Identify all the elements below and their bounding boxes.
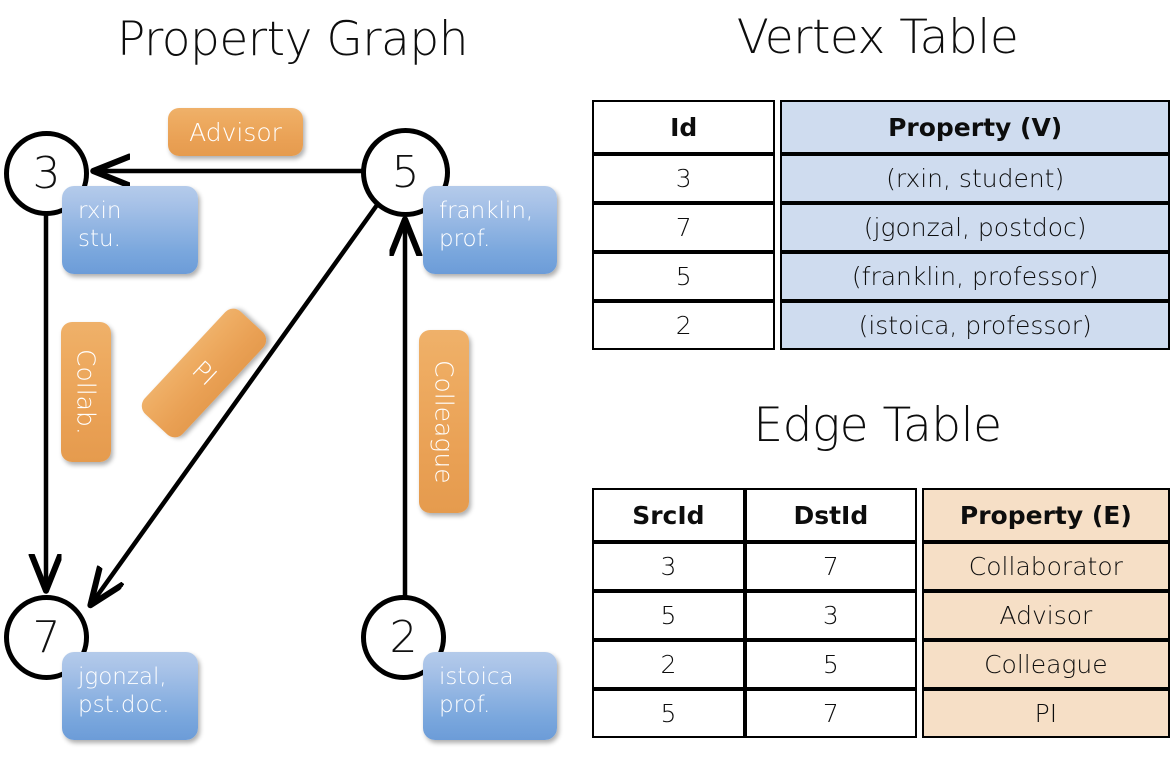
edge-cell-dstid: 5 [744,640,917,689]
vertex-property-chip-5: franklin, prof. [423,186,557,274]
table-row[interactable]: 5 3 Advisor [592,591,1170,640]
vertex-cell-id: 3 [592,154,776,203]
edge-cell-dstid: 7 [744,542,917,591]
vertex-cell-property: (rxin, student) [780,154,1170,203]
vertex-node-2-label: 2 [389,611,418,663]
vertex-node-5[interactable]: 5 [361,128,450,217]
table-row[interactable]: 3 7 Collaborator [592,542,1170,591]
vertex-cell-id: 7 [592,203,776,252]
vertex-property-chip-3: rxin stu. [62,186,198,274]
vertex-cell-id: 5 [592,252,776,301]
page-title-vertex-table: Vertex Table [736,10,1019,65]
edge-label-chip-colleague: Colleague [419,330,469,513]
edge-table-header-srcid: SrcId [592,488,745,542]
vertex-property-chip-2: istoica prof. [423,652,557,740]
edge-cell-dstid: 7 [744,689,917,738]
edge-label-chip-pi-text: PI [185,354,223,392]
graph-edges-layer [0,0,585,760]
edge-table-column-gap [916,689,922,738]
table-row[interactable]: 5 (franklin, professor) [592,252,1170,301]
edge-cell-dstid: 3 [744,591,917,640]
vertex-cell-property: (franklin, professor) [780,252,1170,301]
vertex-node-5-label: 5 [391,146,420,198]
table-row[interactable]: 3 (rxin, student) [592,154,1170,203]
property-graph-diagram: 3 5 7 2 rxin stu. franklin, prof. jgonza… [0,0,585,760]
edge-cell-srcid: 3 [592,542,745,591]
edge-cell-property: PI [921,689,1170,738]
vertex-table-column-gap [775,154,781,203]
edge-cell-property: Collaborator [921,542,1170,591]
table-row[interactable]: 2 5 Colleague [592,640,1170,689]
table-row[interactable]: 2 (istoica, professor) [592,301,1170,350]
edge-cell-property: Colleague [921,640,1170,689]
edge-table-header-property: Property (E) [921,488,1170,542]
edge-arrow-pi [92,203,379,603]
vertex-table-column-gap [775,252,781,301]
edge-cell-srcid: 2 [592,640,745,689]
table-row[interactable]: 7 (jgonzal, postdoc) [592,203,1170,252]
vertex-property-chip-7: jgonzal, pst.doc. [62,652,198,740]
edge-cell-srcid: 5 [592,591,745,640]
edge-cell-property: Advisor [921,591,1170,640]
vertex-table-column-gap [775,100,781,154]
page-title-property-graph: Property Graph [117,12,469,67]
table-row[interactable]: 5 7 PI [592,689,1170,738]
vertex-node-3-label: 3 [32,147,61,199]
edge-table-column-gap [916,542,922,591]
vertex-table-header-row: Id Property (V) [592,100,1170,154]
vertex-table-column-gap [775,203,781,252]
vertex-cell-property: (istoica, professor) [780,301,1170,350]
edge-table-header-row: SrcId DstId Property (E) [592,488,1170,542]
vertex-cell-id: 2 [592,301,776,350]
edge-label-chip-collab: Collab. [61,322,111,462]
vertex-cell-property: (jgonzal, postdoc) [780,203,1170,252]
edge-table-column-gap [916,591,922,640]
edge-table-header-dstid: DstId [744,488,917,542]
edge-table-column-gap [916,640,922,689]
vertex-node-2[interactable]: 2 [361,595,446,680]
edge-table: SrcId DstId Property (E) 3 7 Collaborato… [592,488,1170,738]
edge-table-column-gap [916,488,922,542]
vertex-table-header-property: Property (V) [780,100,1170,154]
vertex-table: Id Property (V) 3 (rxin, student) 7 (jgo… [592,100,1170,350]
edge-label-chip-advisor: Advisor [168,108,303,156]
edge-cell-srcid: 5 [592,689,745,738]
vertex-table-header-id: Id [592,100,776,154]
vertex-table-column-gap [775,301,781,350]
page-title-edge-table: Edge Table [753,398,1002,453]
vertex-node-7-label: 7 [32,611,61,663]
